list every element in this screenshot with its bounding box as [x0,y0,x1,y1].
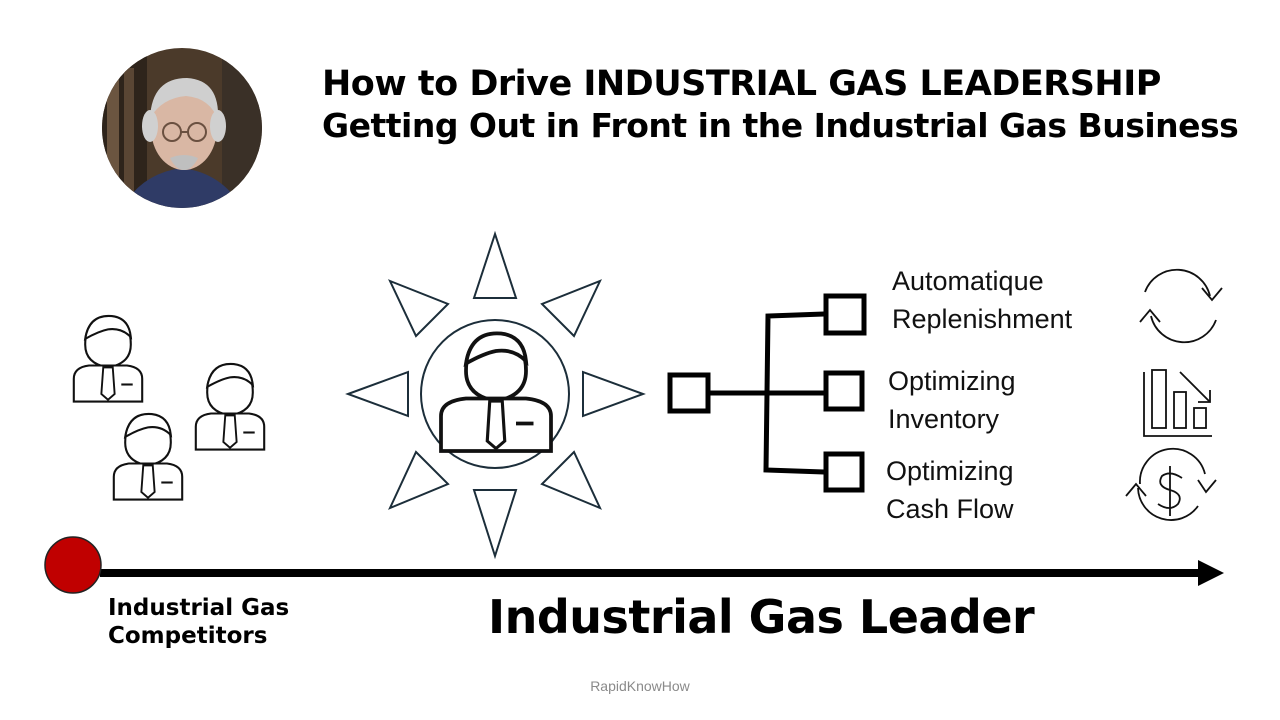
benefit-line-1: Optimizing [888,366,1016,396]
benefit-label-inventory: Optimizing Inventory [888,362,1016,438]
timeline-arrowhead [1198,560,1224,586]
benefit-line-2: Replenishment [892,304,1073,334]
benefit-line-1: Optimizing [886,456,1014,486]
tree-connector [667,293,867,493]
benefit-line-1: Automatique [892,266,1044,296]
competitors-label-line-1: Industrial Gas [108,595,290,621]
sun-rays [345,230,646,560]
start-marker [44,536,102,594]
refresh-cycle-icon [1139,268,1223,344]
title-line-1: How to Drive INDUSTRIAL GAS LEADERSHIP [322,64,1161,104]
footer-brand: RapidKnowHow [590,678,690,694]
benefit-line-2: Inventory [888,404,1000,434]
benefit-label-cash-flow: Optimizing Cash Flow [886,452,1014,528]
competitor-person-icon [72,314,144,403]
leader-label: Industrial Gas Leader [488,590,1035,644]
benefit-label-replenishment: Automatique Replenishment [892,262,1072,338]
competitor-person-icon [112,412,184,501]
competitors-label-line-2: Competitors [108,623,268,649]
competitors-label: Industrial Gas Competitors [108,594,289,650]
bar-chart-decrease-icon [1143,369,1212,437]
title-line-2: Getting Out in Front in the Industrial G… [322,106,1239,145]
benefit-line-2: Cash Flow [886,494,1014,524]
dollar-cycle-icon [1125,447,1217,521]
leader-person-icon [439,331,553,453]
competitor-person-icon [194,362,266,451]
